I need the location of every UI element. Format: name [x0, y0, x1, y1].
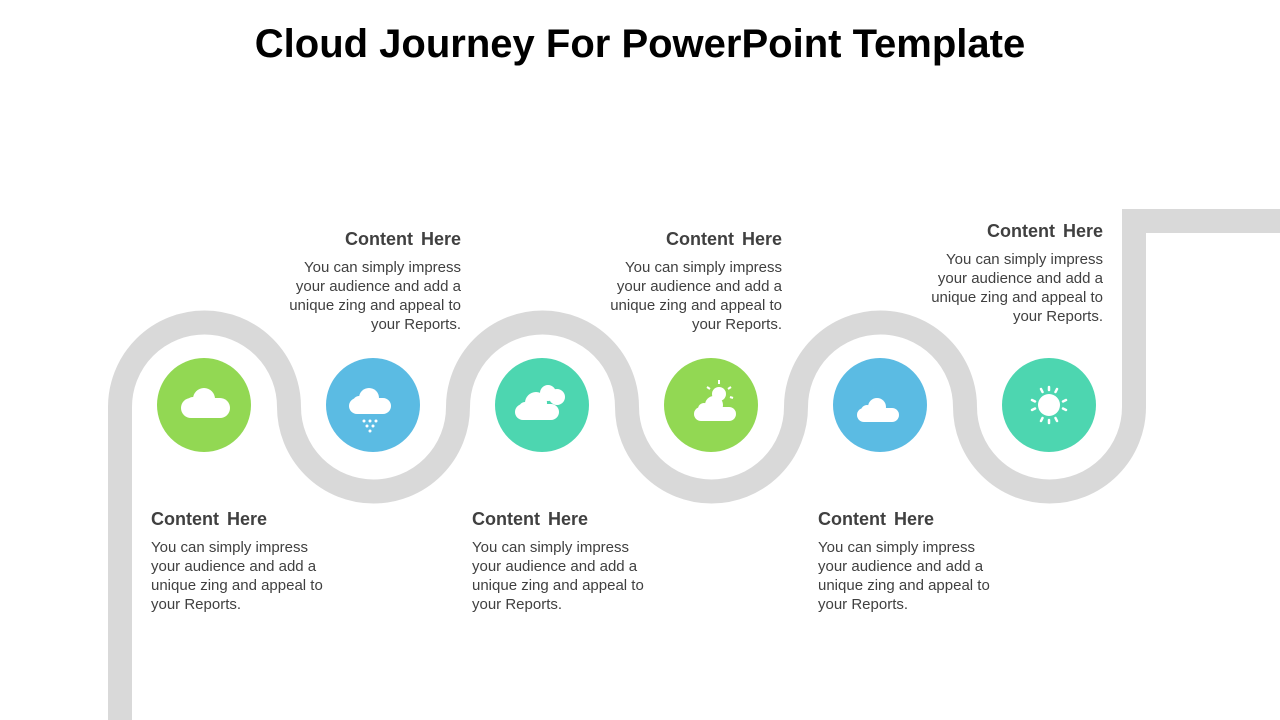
- step-4-text: Content Here You can simply impress your…: [607, 229, 782, 334]
- step-body: You can simply impress your audience and…: [931, 251, 1103, 325]
- night-cloud-icon: [857, 381, 899, 422]
- step-2-circle: [326, 358, 420, 452]
- step-1-text: Content Here You can simply impress your…: [151, 509, 326, 614]
- step-heading: Content Here: [986, 221, 1103, 241]
- step-1-circle: [157, 358, 251, 452]
- partly-sunny-icon: [694, 380, 736, 421]
- step-heading: Content Here: [472, 509, 589, 529]
- step-6-circle: [1002, 358, 1096, 452]
- step-body: You can simply impress your audience and…: [610, 259, 782, 333]
- step-heading: Content Here: [665, 229, 782, 249]
- step-4-circle: [664, 358, 758, 452]
- step-heading: Content Here: [818, 509, 935, 529]
- step-3-circle: [495, 358, 589, 452]
- step-heading: Content Here: [151, 509, 268, 529]
- step-body: You can simply impress your audience and…: [289, 259, 461, 333]
- step-body: You can simply impress your audience and…: [472, 539, 644, 613]
- sun-icon: [1030, 385, 1068, 425]
- step-5-circle: [833, 358, 927, 452]
- step-heading: Content Here: [344, 229, 461, 249]
- cloud-icon: [181, 388, 230, 418]
- step-body: You can simply impress your audience and…: [818, 539, 990, 613]
- step-3-text: Content Here You can simply impress your…: [472, 509, 647, 614]
- clouds-icon: [515, 385, 565, 420]
- step-2-text: Content Here You can simply impress your…: [286, 229, 461, 334]
- step-6-text: Content Here You can simply impress your…: [928, 221, 1103, 326]
- slide-title: Cloud Journey For PowerPoint Template: [254, 22, 1026, 66]
- rain-cloud-icon: [349, 388, 391, 433]
- step-5-text: Content Here You can simply impress your…: [818, 509, 993, 614]
- step-body: You can simply impress your audience and…: [151, 539, 323, 613]
